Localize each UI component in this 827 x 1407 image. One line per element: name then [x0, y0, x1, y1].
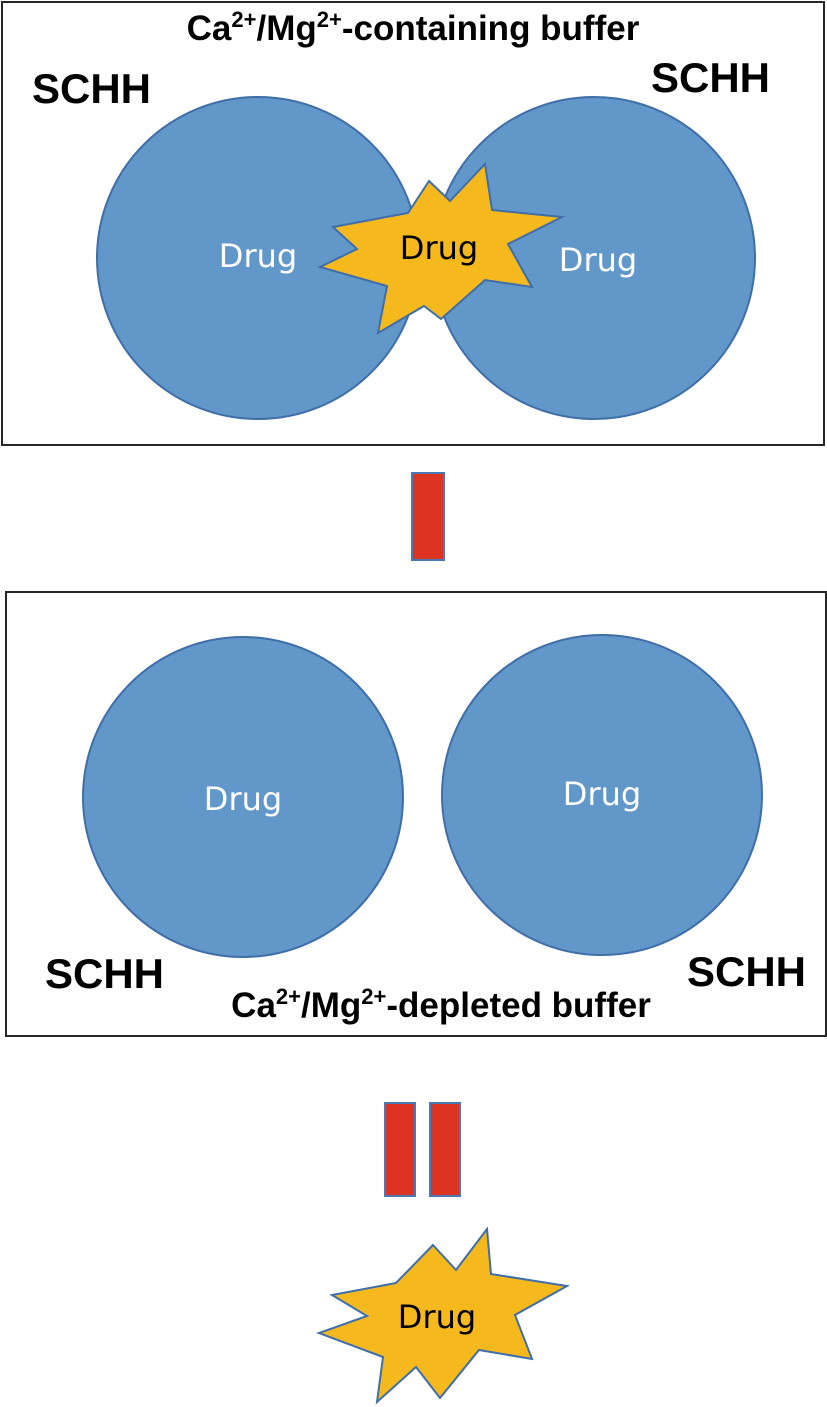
bottom-left-schh-label: SCHH: [45, 950, 164, 997]
top-left-schh-label: SCHH: [32, 65, 151, 112]
top-right-schh-label: SCHH: [651, 54, 770, 101]
bottom-left-cell: [82, 636, 404, 958]
bottom-panel-title: Ca2+/Mg2+-depleted buffer: [231, 984, 651, 1025]
bottom-right-cell-drug-label: Drug: [563, 775, 641, 813]
bottom-right-schh-label: SCHH: [687, 948, 806, 995]
step-one-marker: [411, 472, 445, 561]
bottom-right-cell: [441, 634, 763, 956]
top-drug-burst: [317, 161, 566, 335]
released-drug-burst: [316, 1226, 571, 1405]
top-panel: Ca2+/Mg2+-containing buffer SCHH SCHH Dr…: [1, 1, 825, 446]
step-two-bar-left: [384, 1102, 416, 1197]
top-left-cell-drug-label: Drug: [219, 237, 297, 275]
step-two-bar-right: [429, 1102, 461, 1197]
top-right-cell-drug-label: Drug: [559, 241, 637, 279]
top-junction-drug-label: Drug: [400, 229, 478, 267]
step-two-marker: [384, 1102, 461, 1197]
released-drug-label: Drug: [398, 1298, 476, 1336]
bottom-panel: Drug Drug SCHH SCHH Ca2+/Mg2+-depleted b…: [5, 591, 827, 1037]
top-panel-title: Ca2+/Mg2+-containing buffer: [187, 7, 640, 48]
bottom-left-cell-drug-label: Drug: [204, 780, 282, 818]
